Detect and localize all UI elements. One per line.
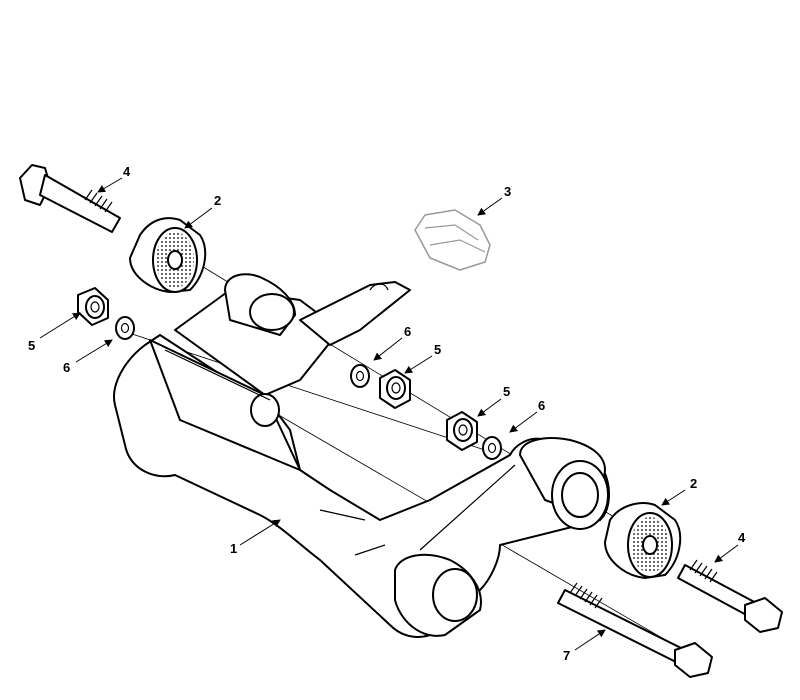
bearing-center-upper xyxy=(379,369,411,409)
callout-leaders xyxy=(39,177,739,651)
callout-5-center-lower: 5 xyxy=(503,384,510,399)
callout-2-upper: 2 xyxy=(214,193,221,208)
callout-6-center-upper: 6 xyxy=(404,324,411,339)
washer-left xyxy=(115,316,135,340)
callout-4-lower: 4 xyxy=(738,530,746,545)
callout-2-lower: 2 xyxy=(690,476,697,491)
flange-bolt-upper xyxy=(19,164,121,233)
long-bolt xyxy=(557,582,713,678)
flange-bolt-lower xyxy=(677,559,783,633)
callout-3: 3 xyxy=(504,184,511,199)
callout-5-left: 5 xyxy=(28,338,35,353)
washer-center-upper xyxy=(350,364,370,388)
swing-arm-linkage xyxy=(113,273,610,638)
bushing-lower xyxy=(604,502,682,579)
callout-4-upper: 4 xyxy=(123,164,131,179)
callout-7: 7 xyxy=(563,648,570,663)
callout-5-center-upper: 5 xyxy=(434,342,441,357)
callout-labels: 1 2 2 3 4 4 5 5 5 6 6 6 7 xyxy=(28,164,746,663)
bearing-left xyxy=(77,287,109,326)
bearing-center-lower xyxy=(446,411,478,451)
callout-1: 1 xyxy=(230,541,237,556)
callout-6-center-lower: 6 xyxy=(538,398,545,413)
bushing-upper xyxy=(129,217,207,293)
rubber-stopper xyxy=(414,209,491,271)
callout-6-left: 6 xyxy=(63,360,70,375)
washer-center-lower xyxy=(482,436,502,460)
